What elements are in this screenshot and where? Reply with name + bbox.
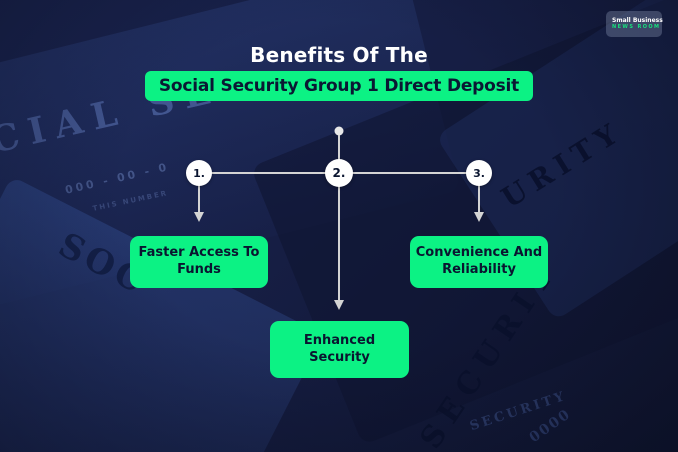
benefit-label-line: Enhanced (303, 332, 376, 348)
title-banner: Social Security Group 1 Direct Deposit (144, 71, 534, 101)
node-number-2: 2. (332, 166, 346, 180)
arrowhead-left (194, 212, 204, 222)
benefit-box-faster-access: Faster Access To Funds (130, 236, 268, 288)
node-circle-2: 2. (325, 159, 353, 187)
benefit-box-enhanced-security: Enhanced Security (270, 321, 409, 378)
arrowhead-center (334, 300, 344, 310)
benefit-label-line: Reliability (442, 262, 516, 277)
logo-text: Small Business NEWS ROOM (612, 16, 663, 30)
benefit-box-convenience: Convenience And Reliability (410, 236, 548, 288)
title-banner-row: Social Security Group 1 Direct Deposit (0, 71, 678, 101)
benefit-label-line: Funds (177, 262, 221, 277)
start-dot (334, 126, 344, 136)
brand-logo: B Small Business NEWS ROOM (606, 11, 663, 37)
node-number-1: 1. (193, 166, 205, 180)
logo-tagline: NEWS ROOM (612, 23, 661, 30)
arrowhead-right (474, 212, 484, 222)
page-title: Benefits Of The (250, 43, 428, 67)
node-circle-1: 1. (186, 160, 212, 186)
benefit-label-line: Faster Access To (138, 245, 260, 261)
node-number-3: 3. (473, 166, 485, 180)
logo-name: Small Business (612, 16, 663, 24)
node-circle-3: 3. (466, 160, 492, 186)
benefit-label-line: Convenience And (415, 245, 543, 261)
benefit-label-line: Security (309, 349, 370, 365)
